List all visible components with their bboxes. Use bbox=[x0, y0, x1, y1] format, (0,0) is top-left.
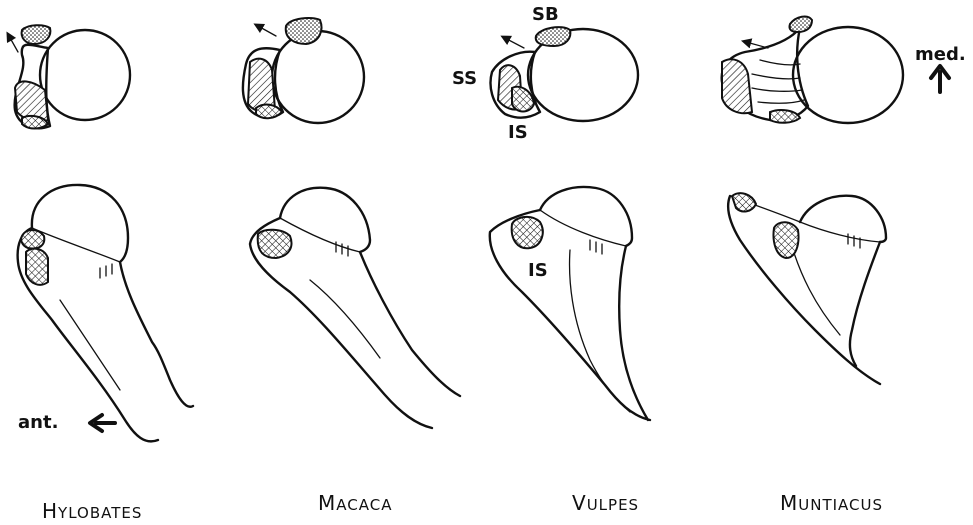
medial-arrow-icon bbox=[931, 66, 949, 92]
macaca-lateral-view bbox=[250, 188, 460, 428]
med-label: med. bbox=[915, 44, 966, 65]
vulpes-proximal-view bbox=[491, 27, 638, 121]
is-label-top: IS bbox=[508, 122, 528, 143]
taxon-muntiacus: MUNTIACUS bbox=[780, 491, 883, 515]
ss-label: SS bbox=[452, 68, 477, 89]
muntiacus-lateral-view bbox=[728, 193, 886, 384]
vulpes-lateral-view bbox=[490, 187, 650, 420]
taxon-hylobates: HYLOBATES bbox=[42, 499, 142, 523]
sb-label: SB bbox=[532, 4, 559, 25]
ant-label: ant. bbox=[18, 412, 58, 433]
muntiacus-proximal-view bbox=[722, 17, 903, 123]
is-label-bottom: IS bbox=[528, 260, 548, 281]
anterior-arrow-icon bbox=[90, 415, 115, 431]
taxon-macaca: MACACA bbox=[318, 491, 392, 515]
hylobates-lateral-view bbox=[18, 185, 193, 441]
macaca-proximal-view bbox=[243, 18, 364, 123]
taxon-vulpes: VULPES bbox=[572, 491, 639, 515]
hylobates-proximal-view bbox=[9, 25, 130, 128]
